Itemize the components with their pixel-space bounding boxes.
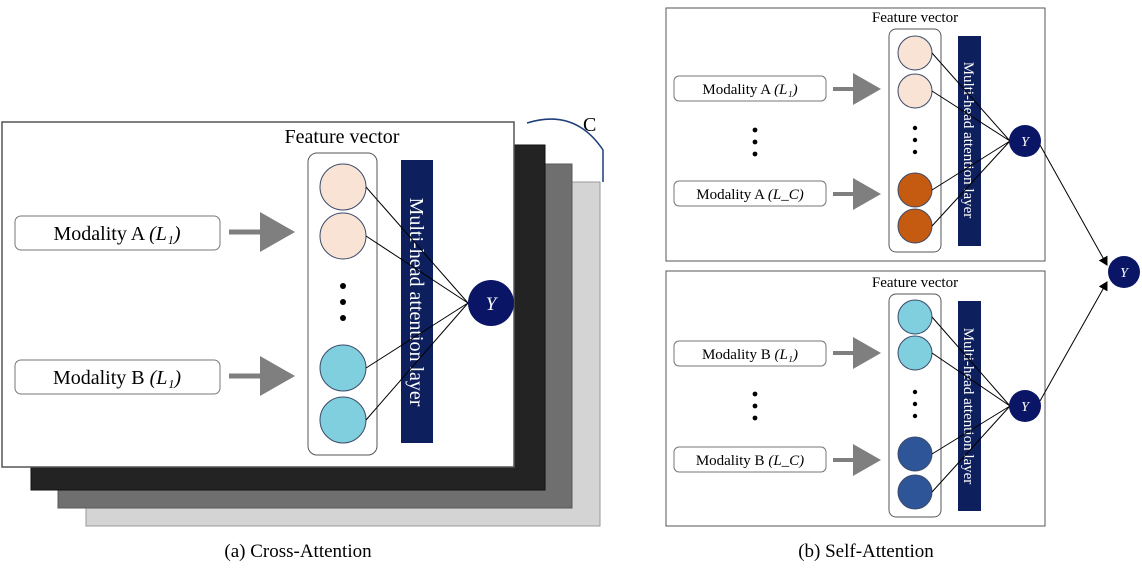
modality-a-lc-node-1 [897, 172, 933, 208]
modality-a-node-2 [319, 212, 367, 260]
output-label: Y [1021, 400, 1031, 415]
caption-cross-attention: (a) Cross-Attention [224, 541, 372, 562]
final-output-label: Y [1120, 266, 1130, 281]
modality-a-lc-node-2 [897, 208, 933, 244]
self-attention-top-box: Feature vector Multi-head attention laye… [665, 7, 1046, 262]
caption-self-attention: (b) Self-Attention [798, 541, 934, 562]
feature-vector-title: Feature vector [872, 10, 958, 26]
modality-b-node-1 [319, 344, 367, 392]
modality-a-input-label: Modality A (L₁) [54, 223, 181, 245]
modality-b-l1-input-box [673, 340, 827, 367]
modality-b-lc-input-box [673, 446, 827, 473]
multi-head-attention-layer [401, 160, 433, 443]
self-attention-bottom-box: Feature vector Multi-head attention laye… [665, 270, 1046, 527]
output-label: Y [1021, 135, 1031, 150]
modality-b-lc-node-2 [897, 474, 933, 510]
ellipsis-dot [912, 401, 918, 407]
modality-a-input-box [14, 215, 221, 251]
ellipsis-dot [340, 283, 346, 289]
modality-b-lc-input-label: Modality B (L_C) [696, 453, 804, 469]
modality-b-input-box [14, 359, 221, 395]
modality-a-l1-node-1 [897, 35, 933, 71]
modality-b-node-2 [319, 396, 367, 444]
node-to-output-edges [931, 52, 1011, 227]
modality-a-l1-input-label: Modality A (L₁) [702, 82, 797, 98]
node-to-output-edges [365, 186, 469, 421]
modality-a-l1-node-2 [897, 73, 933, 109]
modality-a-lc-input-box [673, 180, 827, 207]
self-attention-panel: Feature vector Multi-head attention laye… [665, 7, 1140, 562]
modality-b-l1-node-2 [897, 335, 933, 371]
ellipsis-dot [912, 413, 918, 419]
ellipsis-dot [340, 299, 346, 305]
modality-b-l1-node-1 [897, 299, 933, 335]
modality-a-lc-input-label: Modality A (L_C) [696, 187, 804, 203]
modality-b-lc-node-1 [897, 436, 933, 472]
output-node-y [1009, 390, 1041, 422]
ellipsis-dot [752, 403, 758, 409]
ellipsis-dot [912, 125, 918, 131]
output-node-y [468, 280, 514, 326]
attention-layer-label: Multi-head attention layer [960, 328, 976, 485]
top-output-to-final-arrow [1039, 144, 1108, 266]
output-label: Y [486, 294, 499, 315]
modality-a-l1-input-box [673, 75, 827, 102]
ellipsis-dot [912, 137, 918, 143]
modality-b-input-label: Modality B (L₁) [53, 367, 181, 389]
node-to-output-edges [931, 316, 1011, 493]
stack-layer-front [1, 121, 515, 468]
ellipsis-dot [912, 389, 918, 395]
ellipsis-dot [752, 151, 758, 157]
attention-layer-label: Multi-head attention layer [405, 198, 427, 407]
modality-b-l1-input-label: Modality B (L₁) [702, 347, 798, 363]
ellipsis-dot [912, 149, 918, 155]
ellipsis-dot [752, 415, 758, 421]
ellipsis-dot [340, 315, 346, 321]
cross-attention-panel: C Feature vector Multi-head attention la… [1, 114, 604, 562]
ellipsis-dot [752, 139, 758, 145]
stack-count-label: C [583, 114, 596, 136]
final-output-node-y [1108, 256, 1140, 288]
ellipsis-dot [752, 127, 758, 133]
feature-vector-title: Feature vector [285, 126, 400, 148]
ellipsis-dot [752, 391, 758, 397]
modality-a-node-1 [319, 163, 367, 211]
attention-layer-label: Multi-head attention layer [960, 62, 976, 219]
output-node-y [1009, 125, 1041, 157]
bottom-output-to-final-arrow [1039, 281, 1108, 402]
stack-count-brace [526, 118, 604, 182]
feature-vector-title: Feature vector [872, 275, 958, 291]
